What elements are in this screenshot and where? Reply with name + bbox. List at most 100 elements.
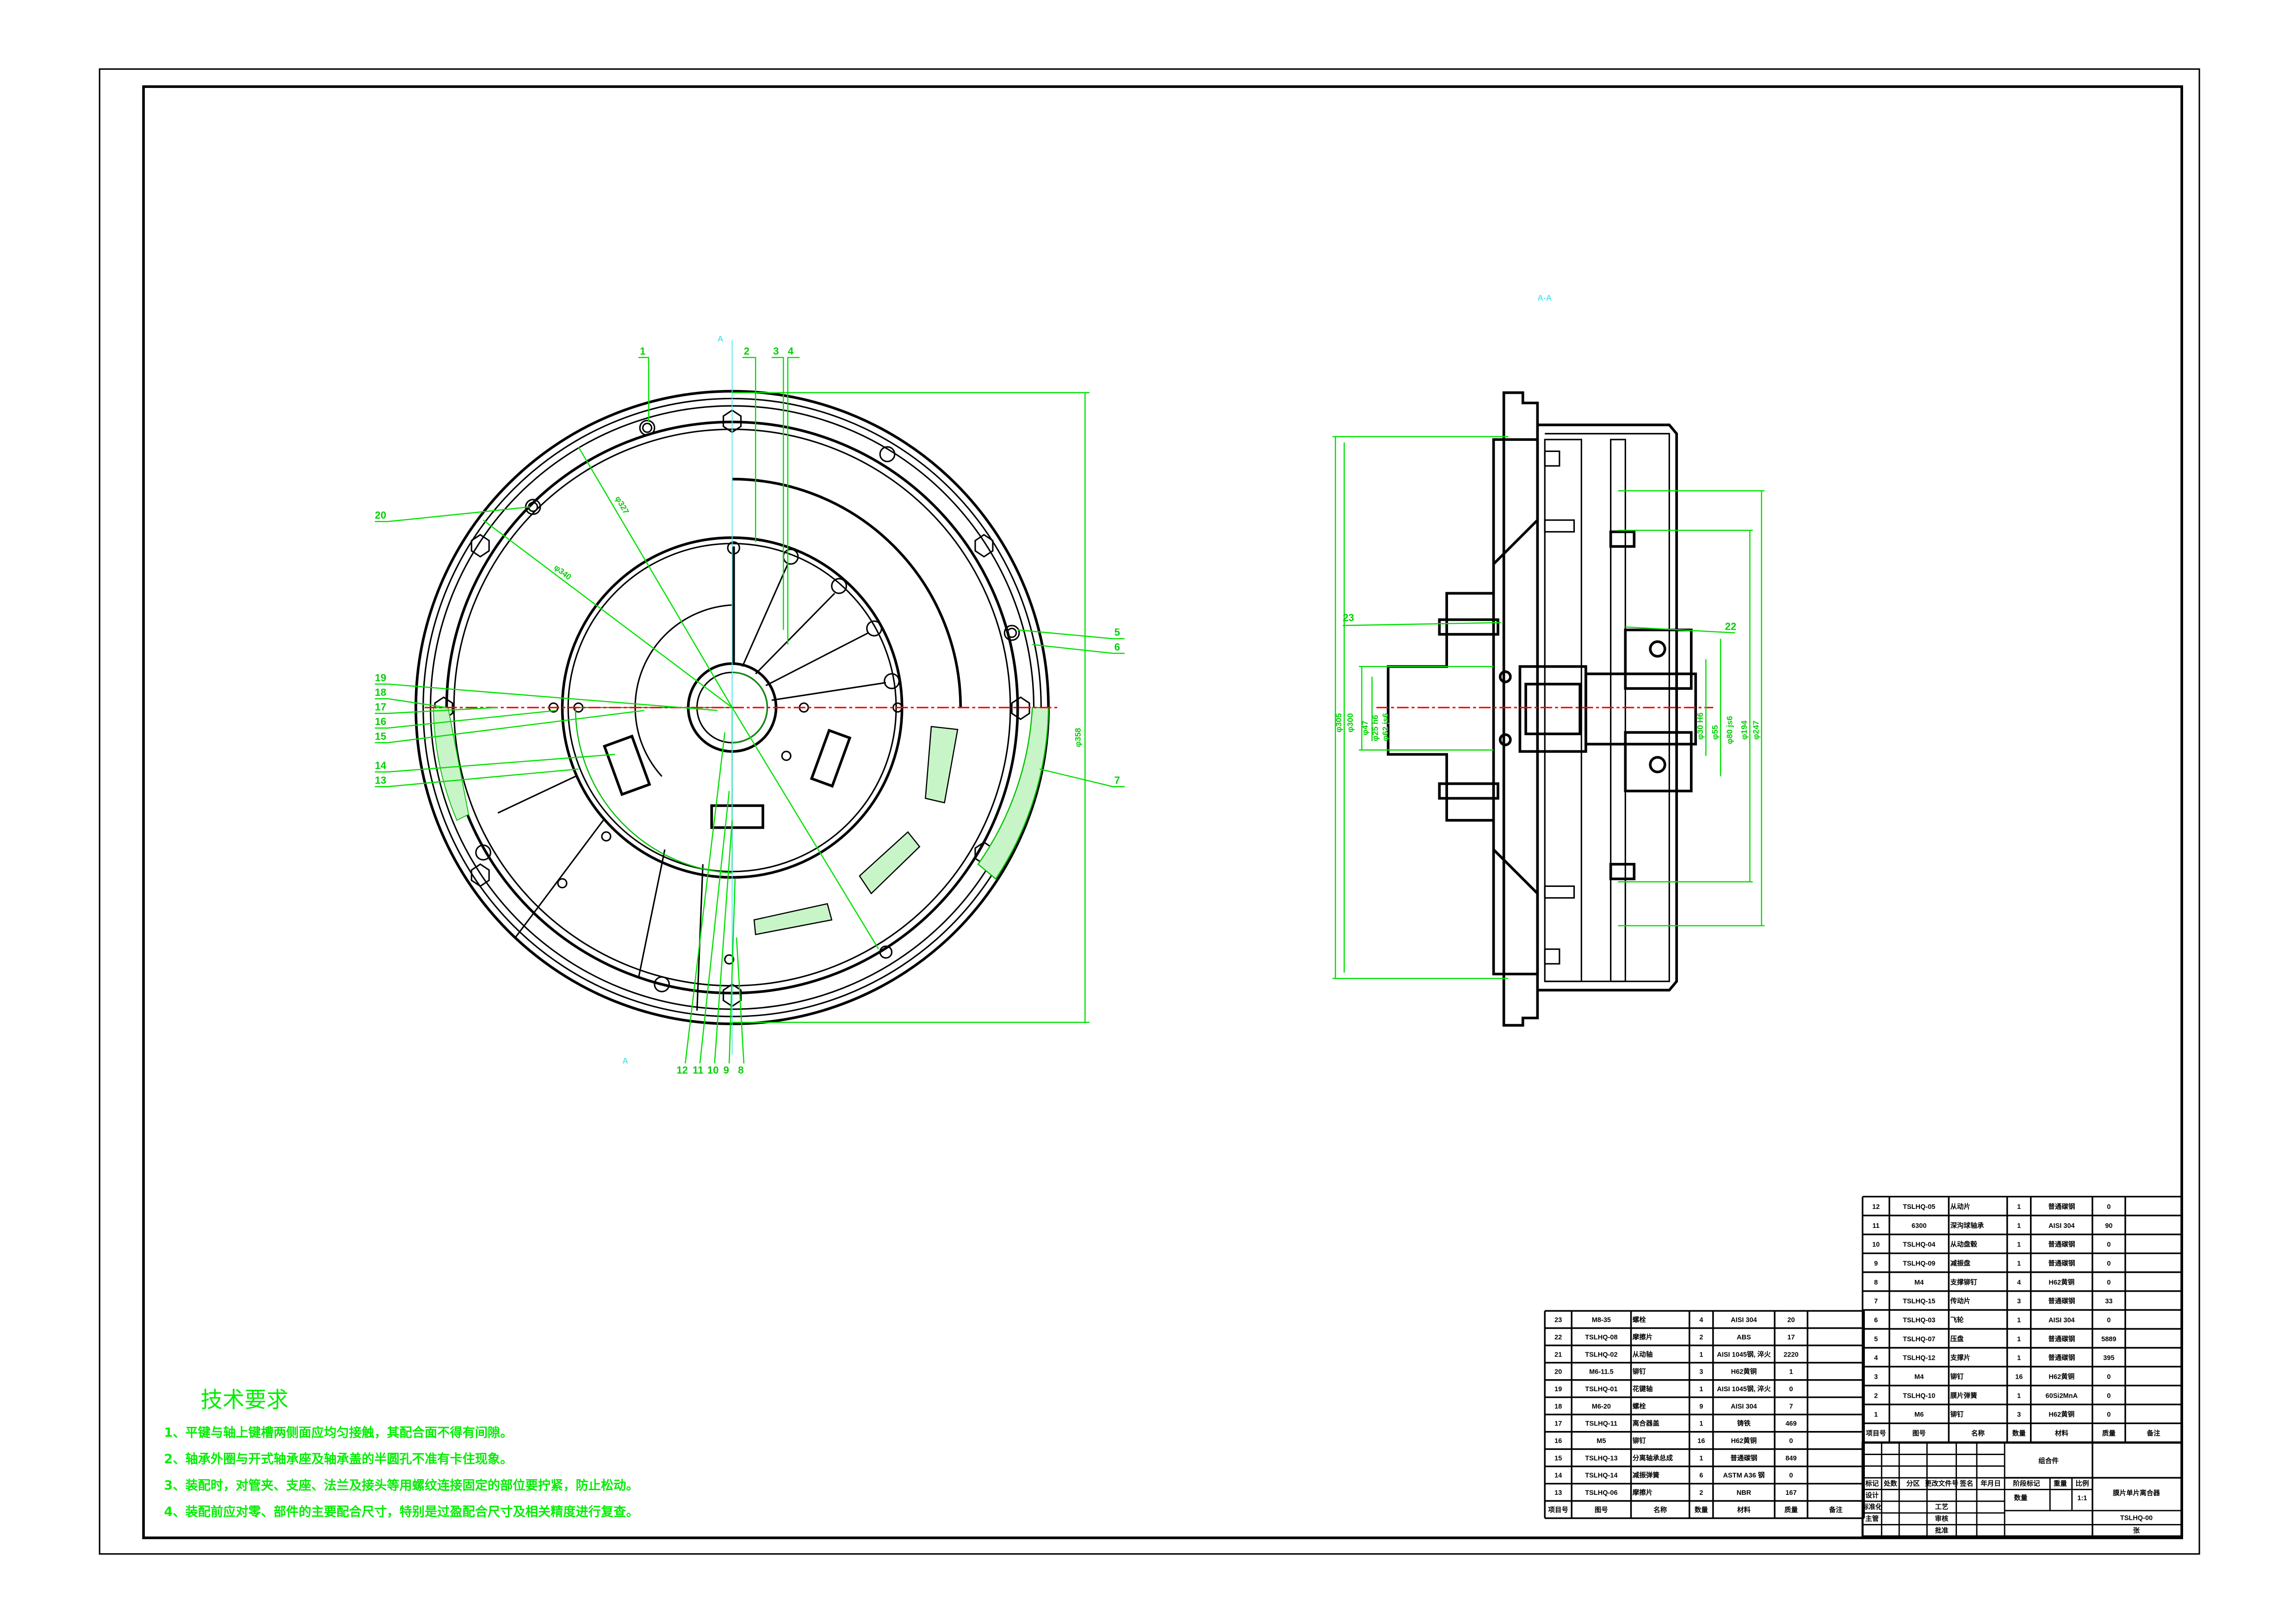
balloon-14: 14 (375, 760, 386, 771)
bom-cell: 5889 (2101, 1336, 2116, 1343)
bom-header-cell: 质量 (2102, 1429, 2116, 1437)
bom-cell: TSLHQ-06 (1585, 1489, 1617, 1497)
label-standard: 标准化 (1862, 1503, 1882, 1511)
leader-lines (375, 357, 1125, 1064)
bom-cell: TSLHQ-03 (1903, 1317, 1935, 1324)
bom-cell: 减振盘 (1950, 1259, 1971, 1267)
bom-cell: 1 (1699, 1455, 1703, 1462)
balloon-15: 15 (375, 731, 386, 742)
bom-cell: 1 (2017, 1222, 2021, 1230)
balloon-3: 3 (773, 345, 779, 357)
bom-cell: AISI 1045钢, 淬火 (1717, 1385, 1771, 1393)
side-section-view: A-A (1332, 293, 1765, 1027)
bom-cell: M8-35 (1592, 1317, 1611, 1324)
bom-cell: 1 (2017, 1392, 2021, 1400)
balloon-9: 9 (724, 1065, 729, 1076)
bom-cell: AISI 304 (1731, 1403, 1758, 1410)
bom-cell: 从动盘毂 (1950, 1240, 1978, 1249)
bom-cell: 1 (1789, 1369, 1793, 1376)
bom-cell: 0 (2107, 1260, 2110, 1267)
bom-cell: AISI 304 (2048, 1222, 2075, 1230)
bom-cell: 4 (1874, 1355, 1878, 1362)
drawing-title: 膜片单片离合器 (2113, 1489, 2160, 1497)
quantity-label: 数量 (2014, 1493, 2028, 1502)
bom-cell: 从动片 (1950, 1202, 1971, 1211)
bom-cell: 铆钉 (1950, 1410, 1964, 1419)
bom-cell: M6 (1914, 1411, 1924, 1419)
bom-cell: 3 (2017, 1298, 2021, 1305)
bom-header-cell: 质量 (1784, 1505, 1798, 1514)
balloon-23: 23 (1343, 612, 1354, 624)
bom-cell: 6 (1874, 1317, 1878, 1324)
bom-cell: 19 (1554, 1386, 1562, 1393)
stage-mark: 阶段标记 (2013, 1480, 2041, 1488)
bom-header-cell: 名称 (1653, 1505, 1667, 1514)
balloon-11: 11 (693, 1065, 703, 1076)
bom-cell: ABS (1737, 1334, 1751, 1341)
balloon-7: 7 (1114, 774, 1120, 786)
bom-cell: 15 (1554, 1455, 1562, 1462)
bom-cell: 16 (2015, 1373, 2023, 1381)
bom-cell: 0 (2107, 1411, 2110, 1419)
bom-cell: 普通碳钢 (2048, 1202, 2075, 1211)
bom-cell: TSLHQ-14 (1585, 1472, 1618, 1480)
bom-cell: 普通碳钢 (2048, 1240, 2075, 1249)
bom-cell: H62黄铜 (2048, 1278, 2074, 1286)
bom-cell: 螺栓 (1633, 1402, 1646, 1410)
category: 组合件 (2038, 1457, 2059, 1465)
label-review: 审核 (1935, 1515, 1949, 1523)
bom-cell: 849 (1785, 1455, 1796, 1462)
dim-phi47: φ47 (1360, 721, 1369, 736)
bom-cell: 压盘 (1950, 1335, 1964, 1343)
bom-cell: 17 (1788, 1334, 1795, 1341)
bom-cell: 花键轴 (1633, 1385, 1653, 1393)
bom-cell: 减振弹簧 (1633, 1471, 1660, 1480)
tech-title: 技术要求 (201, 1388, 289, 1413)
bom-cell: 0 (1789, 1386, 1793, 1393)
balloon-16: 16 (375, 716, 386, 727)
dim-phi55: φ55 (1710, 725, 1720, 740)
dim-phi25: φ25 h6 (1370, 715, 1380, 741)
dim-phi300: φ300 (1346, 713, 1355, 732)
bom-cell: 1 (1874, 1411, 1878, 1419)
bom-cell: 9 (1874, 1260, 1878, 1267)
bom-cell: 1 (1699, 1351, 1703, 1358)
bom-cell: 普通碳钢 (2048, 1259, 2075, 1267)
bom-cell: 支撑片 (1950, 1354, 1971, 1362)
bom-cell: 铆钉 (1950, 1372, 1964, 1381)
balloon-19: 19 (375, 672, 386, 683)
bom-cell: 8 (1874, 1279, 1878, 1286)
bom-cell: 17 (1554, 1420, 1562, 1428)
bom-cell: 飞轮 (1950, 1316, 1964, 1324)
bom-cell: 469 (1785, 1420, 1796, 1428)
balloon-12: 12 (676, 1065, 688, 1076)
bom-cell: H62黄铜 (1731, 1368, 1757, 1376)
bom-cell: 1 (2017, 1203, 2021, 1211)
bom-cell: 2220 (1783, 1351, 1798, 1358)
bom-cell: 1 (2017, 1355, 2021, 1362)
bom-cell: TSLHQ-09 (1903, 1260, 1935, 1267)
rev-header: 更改文件号 (1925, 1480, 1959, 1488)
rev-header: 标记 (1865, 1480, 1879, 1488)
bom-header-cell: 材料 (2055, 1429, 2069, 1437)
bom-cell: 2 (1699, 1334, 1703, 1341)
bom-cell: 3 (2017, 1411, 2021, 1419)
weight-label: 重量 (2054, 1480, 2067, 1488)
bom-cell: 21 (1554, 1351, 1562, 1358)
bom-cell: 167 (1785, 1489, 1796, 1497)
side-dimensions (1332, 436, 1765, 979)
bom-cell: 0 (1789, 1437, 1793, 1445)
